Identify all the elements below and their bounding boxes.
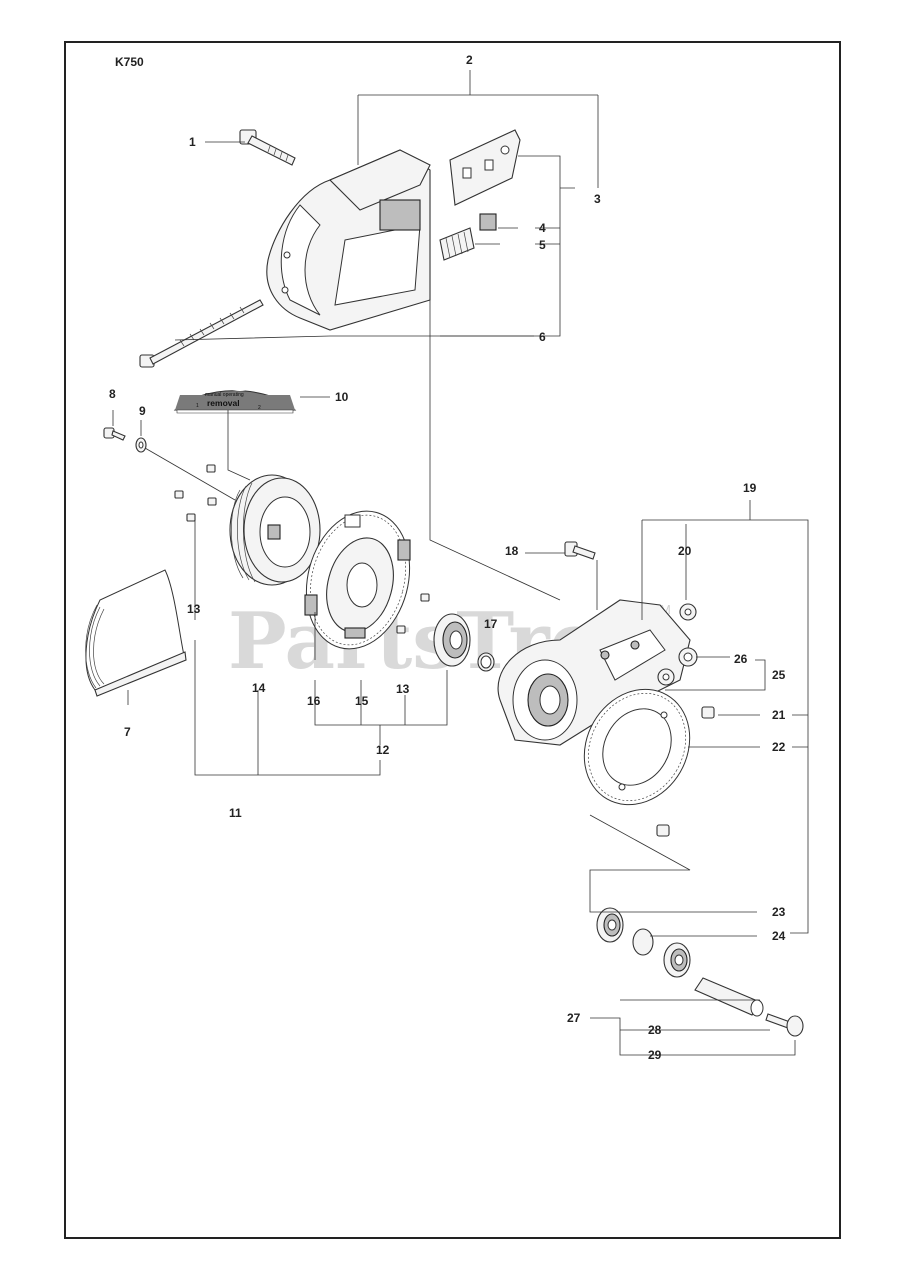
callout-1: 1	[189, 135, 196, 149]
callout-24: 24	[772, 929, 786, 943]
belt-guard-assembly	[266, 149, 431, 331]
callout-25: 25	[772, 668, 786, 682]
washer-9	[135, 437, 147, 453]
callout-2: 2	[466, 53, 473, 67]
callout-5: 5	[539, 238, 546, 252]
spring-5	[439, 227, 475, 261]
callout-3: 3	[594, 192, 601, 206]
spacer	[632, 928, 654, 956]
callout-21: 21	[772, 708, 786, 722]
bearing-23	[596, 907, 624, 943]
pulley-14	[229, 474, 321, 586]
screw-8	[103, 427, 126, 441]
small-screws	[174, 464, 430, 634]
callout-6: 6	[539, 330, 546, 344]
callout-8: 8	[109, 387, 116, 401]
decal-step1: 1	[196, 403, 199, 409]
screw-21	[656, 706, 715, 837]
callout-13a: 13	[187, 602, 201, 616]
callout-7: 7	[124, 725, 131, 739]
cutting-arm-19	[497, 599, 691, 746]
long-bolt-6	[139, 299, 264, 368]
callout-23: 23	[772, 905, 786, 919]
leader-lines	[112, 70, 809, 1056]
callout-20: 20	[678, 544, 692, 558]
retarder-plate-15	[326, 514, 394, 639]
callout-29: 29	[648, 1048, 662, 1062]
nut-4	[479, 213, 497, 231]
callout-12: 12	[376, 743, 390, 757]
bearing-17	[433, 613, 495, 672]
nut-20	[679, 603, 697, 621]
callout-13b: 13	[396, 682, 410, 696]
callout-17: 17	[484, 617, 498, 631]
decal-step2: 2	[258, 405, 261, 411]
disc-22	[583, 688, 691, 806]
decal-10: friction retarder removal manual operati…	[173, 365, 297, 414]
screw-18	[564, 541, 596, 560]
callout-14: 14	[252, 681, 266, 695]
callout-11: 11	[229, 806, 242, 820]
bolt-1	[239, 129, 296, 166]
callout-15: 15	[355, 694, 369, 708]
model-title: K750	[115, 55, 144, 69]
nut-26	[678, 647, 698, 667]
callout-27: 27	[567, 1011, 581, 1025]
callout-4: 4	[539, 221, 546, 235]
decal-line2: removal	[207, 398, 240, 408]
nut-25	[657, 668, 675, 686]
callout-18: 18	[505, 544, 519, 558]
diagram-frame	[64, 41, 841, 1239]
callout-19: 19	[743, 481, 757, 495]
callouts: 1 2 3 4 5 6 7 8 9 10 11 12 13 13 14 15 1…	[109, 53, 786, 1062]
decal-small: manual operating	[205, 392, 244, 398]
callout-22: 22	[772, 740, 786, 754]
callout-16: 16	[307, 694, 321, 708]
bearing-24	[663, 942, 691, 978]
callout-9: 9	[139, 404, 146, 418]
bracket-plate-3	[449, 129, 521, 206]
belt-7	[85, 569, 187, 697]
callout-28: 28	[648, 1023, 662, 1037]
bolt-28	[765, 1013, 804, 1037]
shaft-27	[694, 977, 764, 1017]
callout-26: 26	[734, 652, 748, 666]
callout-10: 10	[335, 390, 349, 404]
